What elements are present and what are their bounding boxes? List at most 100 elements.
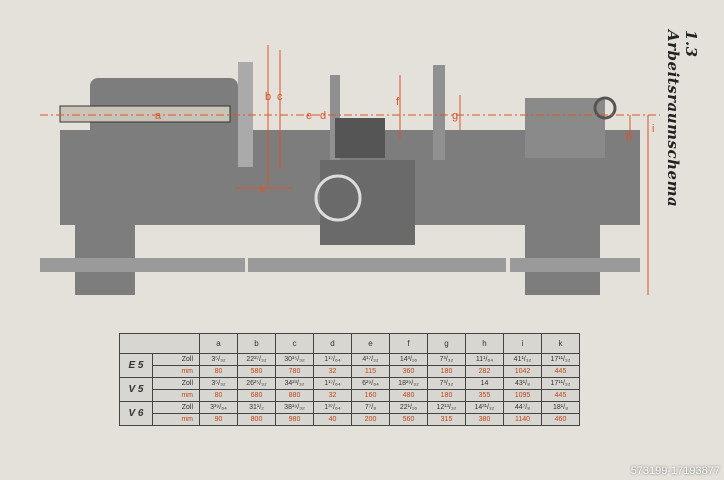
label-g: g: [452, 110, 458, 122]
dimension-lines: [40, 45, 660, 295]
cell-mm: 560: [389, 413, 428, 426]
cell-mm: 355: [465, 389, 504, 402]
cell-zoll: 18¹/₈: [541, 401, 580, 414]
lathe-diagram: a b c d e f g h i k: [40, 45, 660, 295]
cell-zoll: 30¹⁵/₃₂: [275, 353, 314, 366]
steady-rest: [433, 65, 445, 160]
cell-zoll: 3⁵/₃₂: [199, 353, 238, 366]
cell-zoll: 1³⁷/₆₄: [313, 401, 352, 414]
model-name: E 5: [119, 353, 153, 378]
cell-zoll: 6²⁹/₆₄: [351, 377, 390, 390]
model-name: V 6: [119, 401, 153, 426]
cell-zoll: 17¹¹/₃₂: [541, 353, 580, 366]
cell-zoll: 1¹⁷/₆₄: [313, 377, 352, 390]
cell-mm: 880: [275, 389, 314, 402]
label-e: e: [306, 110, 312, 122]
cell-zoll: 17¹¹/₃₂: [541, 377, 580, 390]
cell-mm: 80: [199, 389, 238, 402]
cell-mm: 460: [541, 413, 580, 426]
cell-mm: 1095: [503, 389, 542, 402]
cell-mm: 40: [313, 413, 352, 426]
label-c: c: [277, 91, 283, 103]
cell-zoll: 22²⁷/₃₂: [237, 353, 276, 366]
label-k: k: [260, 184, 266, 196]
section-title: 1.3 Arbeitsraumschema: [664, 30, 700, 208]
cell-mm: 800: [237, 413, 276, 426]
label-f: f: [396, 96, 400, 108]
cell-mm: 1140: [503, 413, 542, 426]
unit-label: Zoll: [152, 353, 200, 366]
cell-mm: 90: [199, 413, 238, 426]
dimension-labels: a b c d e f g h i k: [155, 91, 654, 196]
cell-zoll: 7⁷/₈: [351, 401, 390, 414]
label-b: b: [265, 91, 271, 103]
cell-mm: 115: [351, 365, 390, 378]
cell-mm: 315: [427, 413, 466, 426]
cell-zoll: 43¹/₈: [503, 377, 542, 390]
cell-zoll: 14: [465, 377, 504, 390]
cell-mm: 980: [275, 413, 314, 426]
cell-zoll: 12¹³/₃₂: [427, 401, 466, 414]
cell-zoll: 41¹/₃₂: [503, 353, 542, 366]
cell-zoll: 3⁵/₃₂: [199, 377, 238, 390]
tailstock: [525, 98, 605, 158]
cell-mm: 160: [351, 389, 390, 402]
unit-label: mm: [152, 365, 200, 378]
cell-mm: 445: [541, 389, 580, 402]
cell-mm: 282: [465, 365, 504, 378]
cell-zoll: 31¹/₂: [237, 401, 276, 414]
unit-label: mm: [152, 389, 200, 402]
cell-mm: 480: [389, 389, 428, 402]
cell-mm: 180: [427, 365, 466, 378]
cell-zoll: 22¹/₁₆: [389, 401, 428, 414]
cell-mm: 32: [313, 365, 352, 378]
cell-zoll: 4¹⁷/₃₂: [351, 353, 390, 366]
cell-mm: 380: [465, 413, 504, 426]
cell-zoll: 34²³/₃₂: [275, 377, 314, 390]
tool-post: [335, 118, 385, 158]
cell-zoll: 3³⁹/₆₄: [199, 401, 238, 414]
chip-tray-middle: [248, 258, 506, 272]
label-h: h: [626, 131, 632, 143]
unit-label: Zoll: [152, 401, 200, 414]
label-a: a: [155, 110, 162, 122]
chip-tray-right: [510, 258, 640, 272]
handwheel: [314, 174, 362, 222]
cell-mm: 445: [541, 365, 580, 378]
cell-mm: 680: [237, 389, 276, 402]
cell-mm: 32: [313, 389, 352, 402]
cell-mm: 360: [389, 365, 428, 378]
cell-zoll: 18²⁹/₃₂: [389, 377, 428, 390]
cell-mm: 1042: [503, 365, 542, 378]
cell-zoll: 11¹/₆₄: [465, 353, 504, 366]
cell-zoll: 26²⁵/₃₂: [237, 377, 276, 390]
cell-mm: 180: [427, 389, 466, 402]
label-i: i: [652, 123, 654, 135]
cell-zoll: 38¹⁹/₃₂: [275, 401, 314, 414]
cell-zoll: 14³/₁₆: [389, 353, 428, 366]
cell-zoll: 7³/₃₂: [427, 353, 466, 366]
cell-zoll: 44⁷/₈: [503, 401, 542, 414]
model-name: V 5: [119, 377, 153, 402]
chip-tray-left: [40, 258, 245, 272]
unit-label: mm: [152, 413, 200, 426]
cell-mm: 200: [351, 413, 390, 426]
watermark-id: 573199-17193877: [630, 465, 720, 477]
workpiece: [59, 105, 231, 123]
cell-mm: 780: [275, 365, 314, 378]
cell-zoll: 7³/₃₂: [427, 377, 466, 390]
cell-mm: 80: [199, 365, 238, 378]
cell-zoll: 1¹⁷/₆₄: [313, 353, 352, 366]
apron: [320, 160, 415, 245]
lathe-body: [40, 62, 640, 295]
label-d: d: [320, 110, 326, 122]
